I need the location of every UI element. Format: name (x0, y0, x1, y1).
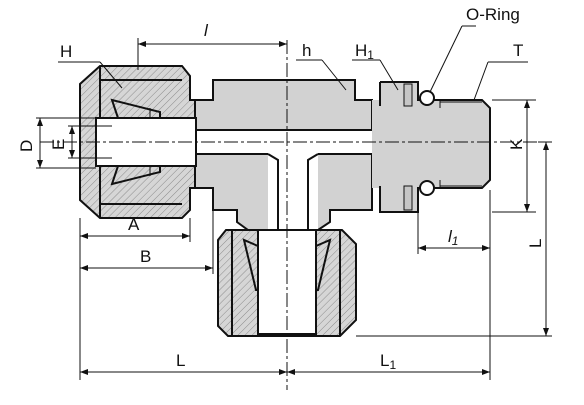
leader-lines (58, 25, 528, 101)
label-T: T (513, 41, 523, 60)
label-L-bottom: L (176, 351, 185, 370)
label-D: D (17, 140, 36, 152)
label-A: A (128, 215, 140, 234)
dimension-lines (36, 38, 552, 380)
label-B: B (140, 247, 151, 266)
label-H: H (60, 42, 72, 61)
label-h: h (302, 41, 311, 60)
label-K: K (507, 138, 526, 150)
label-l: l (204, 21, 209, 40)
label-E: E (49, 139, 68, 150)
label-l1: l1 (448, 227, 458, 248)
label-L1: L1 (380, 351, 396, 372)
o-ring (419, 90, 435, 196)
label-L-vertical: L (526, 239, 545, 248)
label-o-ring: O-Ring (466, 5, 520, 24)
label-H1: H1 (355, 41, 374, 62)
boss-end-stub (372, 81, 491, 213)
